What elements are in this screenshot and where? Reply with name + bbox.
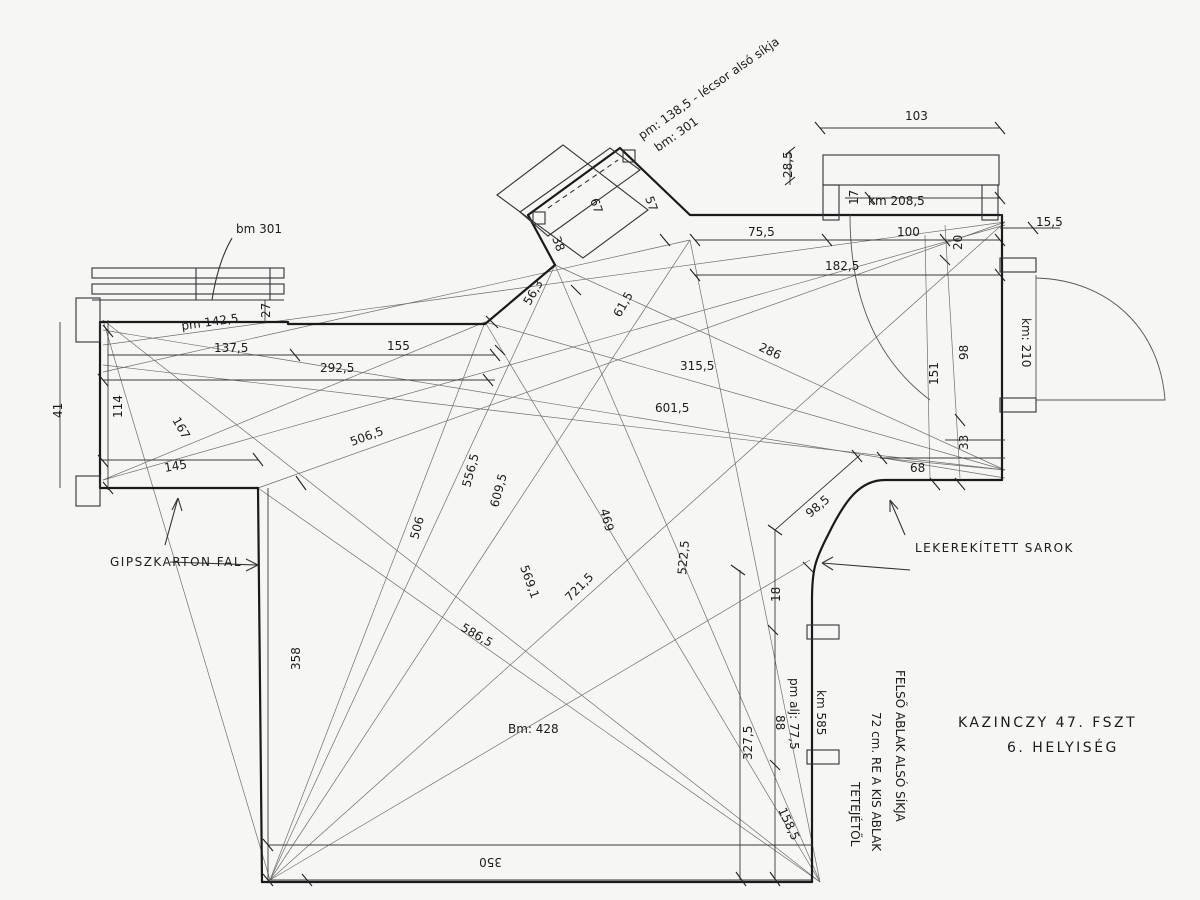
- dim-15-5: 15,5: [1036, 215, 1063, 229]
- note-right-door-height: km 585: [814, 690, 828, 735]
- dim-57: 57: [642, 194, 660, 213]
- dim-151: 151: [927, 362, 941, 385]
- annotation-arrows: [164, 237, 911, 572]
- dim-114: 114: [111, 395, 125, 418]
- dim-17: 17: [847, 190, 861, 205]
- note-area: Bm: 428: [508, 722, 559, 736]
- dim-103: 103: [905, 109, 928, 123]
- dim-586-5: 586,5: [459, 620, 496, 649]
- dim-75-5: 75,5: [748, 225, 775, 239]
- room-walls: [98, 146, 1004, 884]
- note-left-window-sill: pm 142,5: [180, 311, 239, 333]
- note-vertical-1: FELSŐ ABLAK ALSÓ SÍKJA: [893, 670, 908, 822]
- dimension-ticks: [97, 121, 1039, 887]
- note-rounded-corner: LEKEREKÍTETT SAROK: [915, 540, 1074, 555]
- dimension-lines: [59, 127, 1060, 881]
- dim-88: 88: [773, 715, 787, 730]
- dim-182-5: 182,5: [825, 259, 859, 273]
- dim-556-5: 556,5: [459, 452, 481, 489]
- right-window: [806, 624, 840, 765]
- dim-167: 167: [169, 415, 193, 442]
- dim-506-5: 506,5: [348, 424, 385, 449]
- dim-100: 100: [897, 225, 920, 239]
- note-gypsum-wall: GIPSZKARTON FAL: [110, 555, 242, 569]
- dim-569-1: 569,1: [517, 563, 542, 600]
- title-line-2: 6. HELYISÉG: [1007, 739, 1119, 756]
- dim-67: 67: [587, 196, 605, 215]
- diagonal-measurement-lines: [102, 221, 1006, 883]
- dim-18: 18: [769, 587, 783, 602]
- dim-358: 358: [289, 647, 303, 670]
- dim-145: 145: [163, 457, 188, 475]
- dim-38: 38: [549, 234, 567, 253]
- note-vertical-3: TETEJÉTŐL: [848, 781, 863, 847]
- dim-155: 155: [387, 339, 410, 353]
- dim-721-5: 721,5: [562, 570, 596, 604]
- dim-469: 469: [597, 507, 616, 533]
- dim-315-5: 315,5: [680, 359, 714, 373]
- dim-522-5: 522,5: [675, 540, 692, 575]
- dim-158-5: 158,5: [775, 805, 802, 842]
- note-right-window-sill: pm alj: 77,5: [787, 678, 801, 750]
- title-block: KAZINCZY 47. FSZT 6. HELYISÉG: [958, 715, 1137, 756]
- right-door: [999, 257, 1166, 413]
- top-right-door: [822, 154, 1000, 401]
- dim-33: 33: [957, 435, 971, 450]
- dim-601-5: 601,5: [655, 401, 689, 415]
- dim-350: 350: [479, 855, 502, 869]
- dim-137-5: 137,5: [214, 341, 248, 355]
- dim-506: 506: [407, 515, 426, 541]
- dim-98-5: 98,5: [803, 492, 832, 520]
- dim-68: 68: [910, 461, 925, 475]
- dim-61-5: 61,5: [610, 289, 635, 319]
- title-line-1: KAZINCZY 47. FSZT: [958, 715, 1137, 731]
- dim-28-5: 28,5: [781, 151, 795, 178]
- note-vertical-2: 72 cm. RE A KIS ABLAK: [869, 712, 883, 852]
- note-door-height-top: km 208,5: [868, 194, 925, 208]
- dim-27: 27: [259, 303, 273, 318]
- dim-292-5: 292,5: [320, 361, 354, 375]
- note-door-height-right: km: 210: [1019, 318, 1033, 367]
- dim-41: 41: [51, 403, 65, 418]
- note-top-window-sill: pm: 138,5 - lécsor alsó síkja: [636, 34, 782, 142]
- top-window: [496, 144, 649, 259]
- dim-327-5: 327,5: [741, 726, 755, 760]
- dim-609-5: 609,5: [487, 472, 509, 509]
- left-window: [75, 267, 285, 507]
- dim-20: 20: [951, 235, 965, 250]
- note-left-window-height: bm 301: [236, 222, 282, 236]
- dim-98-right: 98: [957, 345, 971, 360]
